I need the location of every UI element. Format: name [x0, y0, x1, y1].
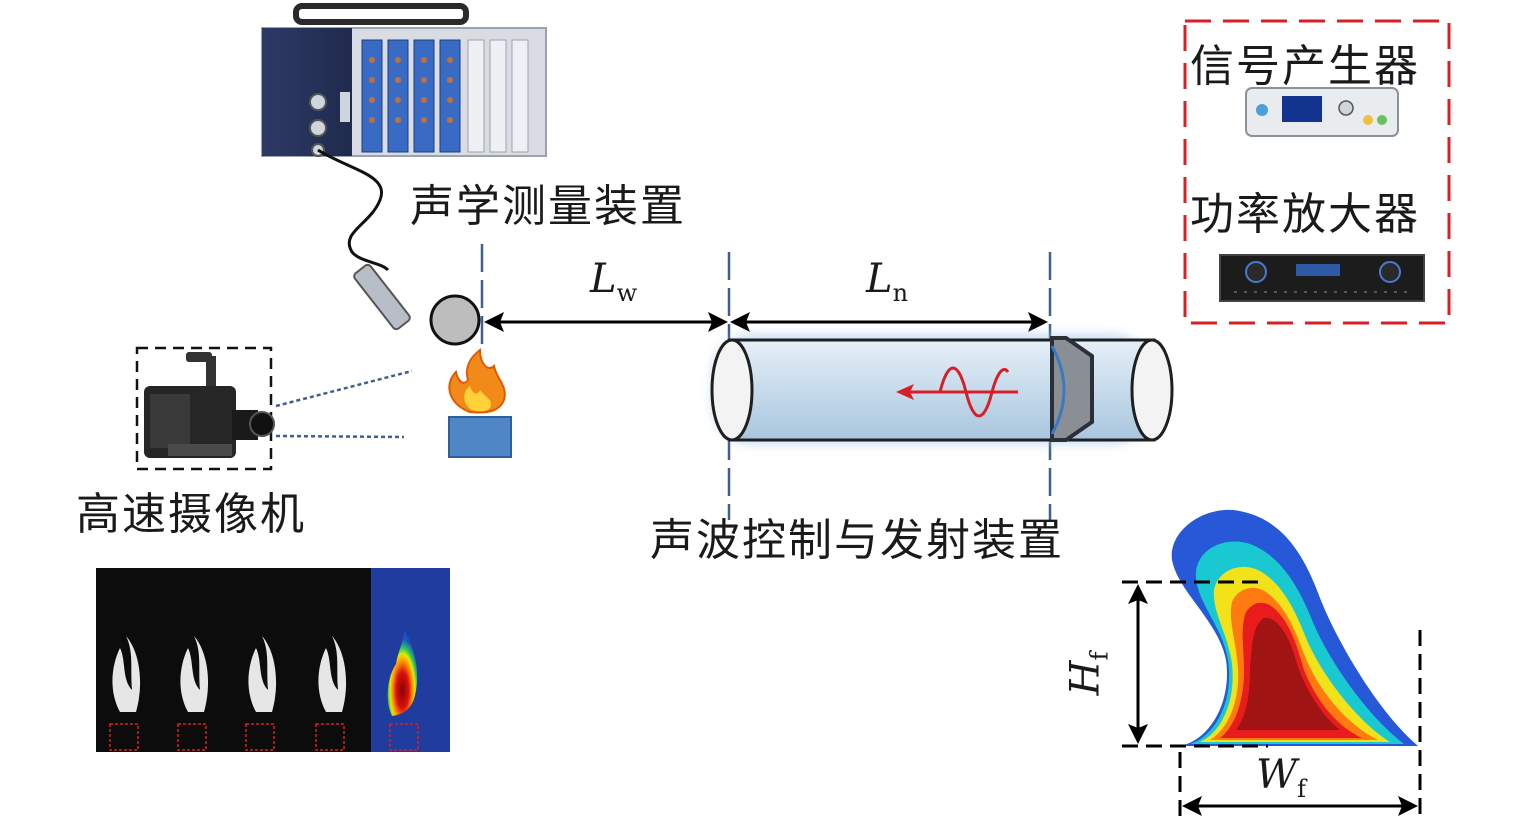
speaker-icon: [1050, 336, 1094, 442]
high-speed-camera-icon: [144, 352, 275, 458]
camera-view-line-bottom: [275, 434, 405, 439]
symbol-ln: Ln: [866, 256, 909, 307]
symbol-wf: Wf: [1256, 752, 1307, 803]
camera-view-line-top: [275, 369, 413, 408]
sound-wave-icon: [896, 366, 1018, 418]
label-high-speed-camera: 高速摄像机: [76, 489, 306, 540]
acoustic-measurement-device: [261, 3, 547, 157]
label-signal-generator: 信号产生器: [1190, 41, 1420, 92]
height-dimension-hf: [1122, 580, 1268, 748]
signal-generator-icon: [1245, 87, 1399, 137]
power-amplifier-icon: [1219, 254, 1425, 302]
label-acoustic-control: 声波控制与发射装置: [650, 515, 1064, 566]
flame-icon: [448, 348, 506, 414]
microphone-icon: [353, 263, 481, 346]
symbol-hf: Hf: [1062, 651, 1114, 696]
label-acoustic-measurement: 声学测量装置: [410, 181, 686, 232]
width-dimension-wf: [1178, 630, 1422, 820]
dimension-arrow-lw: [484, 312, 728, 332]
dimension-arrow-ln: [730, 312, 1048, 332]
symbol-lw: Lw: [590, 256, 638, 307]
flame-image-strip: [96, 568, 450, 752]
microphone-cable: [317, 148, 390, 272]
burner: [448, 416, 512, 458]
signal-chain-dashed-box: [1183, 19, 1451, 325]
flame-heatmap: [1171, 509, 1418, 746]
label-power-amplifier: 功率放大器: [1190, 189, 1420, 240]
